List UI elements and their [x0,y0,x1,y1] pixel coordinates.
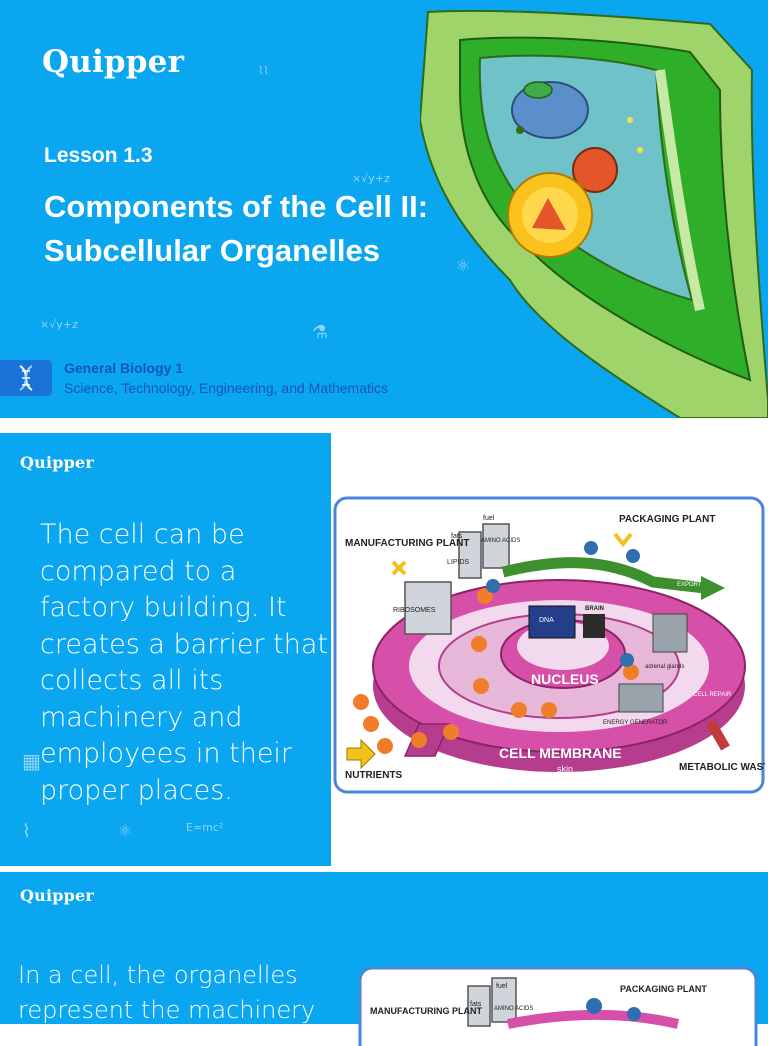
skin-label: skin [557,764,573,774]
flask-doodle-icon: ⚗ [312,322,329,343]
title-line-2: Subcellular Organelles [44,233,380,268]
title-slide: Quipper ⌇⌇ ×√y+z ×√y+z ⚗ ⚛ Lesson 1.3 Co… [0,0,768,418]
molecule-doodle-icon: ⚛ [456,256,471,275]
calculator-doodle-icon: ▦ [22,749,41,773]
packaging-plant-label: PACKAGING PLANT [620,984,707,994]
cell-membrane-label: CELL MEMBRANE [499,745,622,761]
adrenal-glands-label: adrenal glands [645,664,684,670]
formula-doodle-icon: E=mc² [186,821,224,834]
fats-label: fats [451,533,463,540]
packaging-plant-label: PACKAGING PLANT [619,514,715,525]
fats-label: fats [470,1001,482,1008]
energy-generator-label: ENERGY GENERATOR [603,720,668,726]
slide-text: The cell can be compared to a factory bu… [40,519,328,806]
plant-cell-illustration [420,9,768,418]
formula-doodle-icon: ×√y+z [352,172,390,185]
title-line-1: Components of the Cell II: [44,189,429,224]
nutrients-label: NUTRIENTS [345,770,403,781]
cell-repair-label: CELL REPAIR [693,692,732,698]
formula-doodle-icon: ×√y+z [40,318,78,331]
amino-acids-label: AMINO ACIDS [481,538,520,544]
subject-name: General Biology 1 [64,360,184,376]
amino-acids-label: AMINO ACIDS [494,1006,533,1012]
quipper-logo: Quipper [42,44,185,80]
fuel-label: fuel [496,983,508,990]
dna-label: DNA [539,617,554,624]
slide-text: In a cell, the organelles represent the … [18,961,316,1024]
subject-track: Science, Technology, Engineering, and Ma… [64,380,389,396]
lesson-title: Components of the Cell II: Subcellular O… [44,185,484,273]
nucleus-label: NUCLEUS [531,671,599,687]
metabolic-waste-label: METABOLIC WASTE [679,762,765,773]
dna-doodle-icon: ⌇ [22,821,31,842]
quipper-logo: Quipper [20,886,95,905]
brain-label: BRAIN [585,606,604,612]
lesson-number: Lesson 1.3 [44,144,153,167]
cell-factory-diagram: MANUFACTURING PLANT PACKAGING PLANT NUCL… [333,496,765,794]
lipids-label: LIPIDS [447,559,470,566]
export-label: EXPORT [677,582,702,588]
ribosomes-label: RIBOSOMES [393,607,436,614]
manufacturing-plant-label: MANUFACTURING PLANT [370,1006,482,1016]
atom-doodle-icon: ⚛ [118,821,133,840]
dna-subject-icon [0,360,52,396]
quipper-logo: Quipper [20,453,95,472]
manufacturing-plant-label: MANUFACTURING PLANT [345,538,469,549]
cell-factory-diagram-preview: MANUFACTURING PLANT PACKAGING PLANT fats… [358,966,758,1046]
fuel-label: fuel [483,515,495,522]
dna-doodle-icon: ⌇⌇ [258,64,269,77]
